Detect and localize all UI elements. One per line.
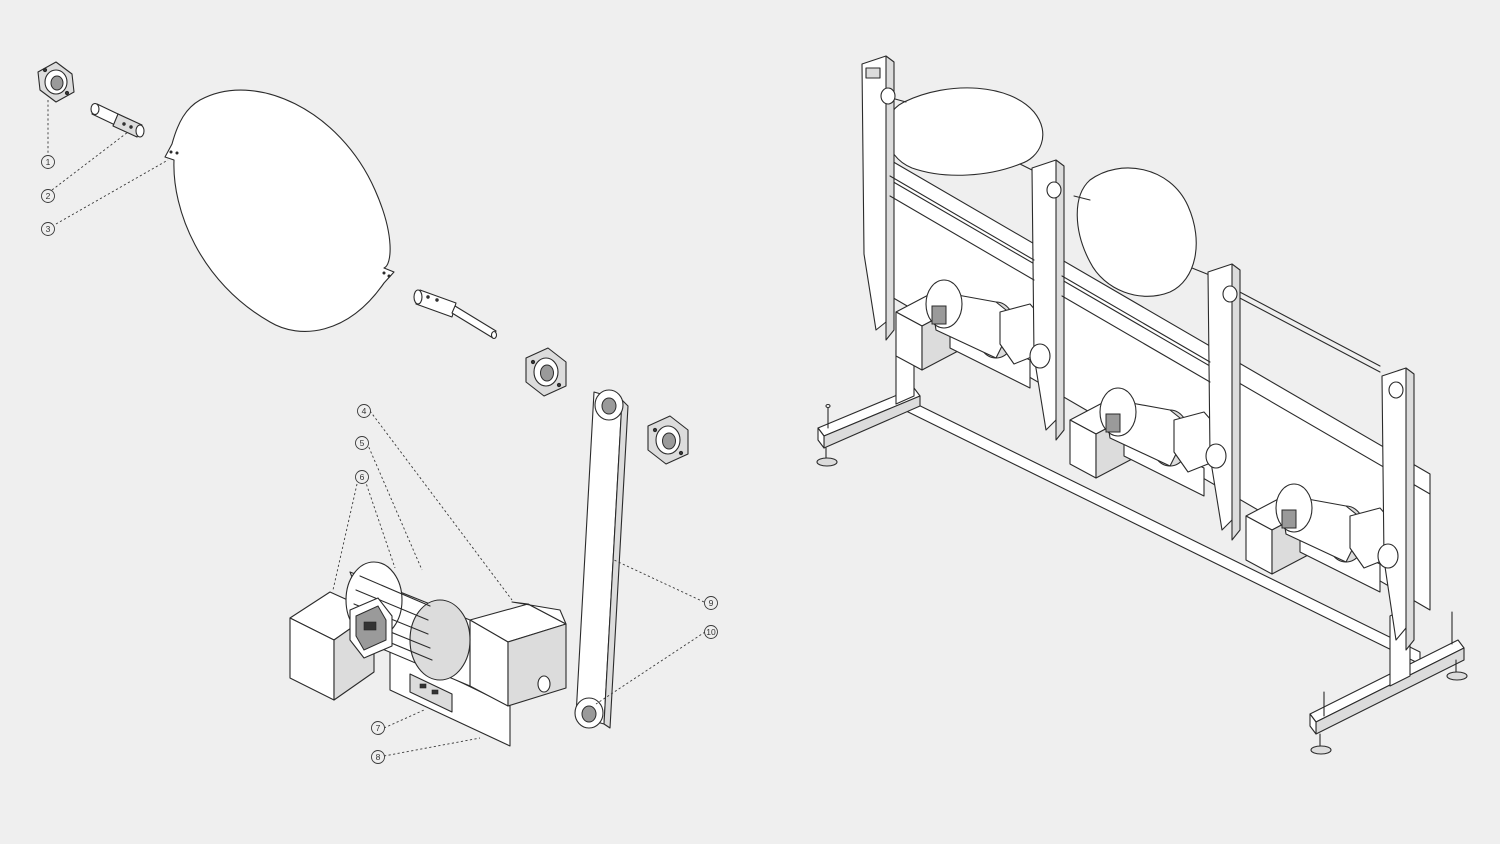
column-4 (1377, 367, 1415, 651)
callout-3: 3 (41, 222, 55, 236)
leader-lines (47, 100, 706, 757)
assembled-unit-3 (1245, 483, 1395, 593)
flange-bearing-lower (647, 415, 689, 465)
callout-label-1: 1 (46, 157, 51, 167)
column-3 (1205, 263, 1241, 541)
callout-label-6: 6 (360, 472, 365, 482)
membrane-disc (164, 89, 395, 332)
assembled-unit-2 (1069, 387, 1219, 497)
short-shaft (90, 102, 145, 138)
column-1 (861, 55, 896, 341)
callout-label-4: 4 (362, 406, 367, 416)
assembled-view (816, 55, 1468, 755)
callout-label-9: 9 (709, 598, 714, 608)
cross-braces (889, 175, 1211, 383)
callout-8: 8 (371, 750, 385, 764)
callout-4: 4 (357, 404, 371, 418)
flange-bearing-middle (525, 347, 567, 397)
callout-1: 1 (41, 155, 55, 169)
connecting-arm (574, 389, 629, 729)
flange-bearing-top (37, 61, 75, 103)
column-2 (1029, 159, 1065, 441)
exploded-view: 1 2 3 4 5 6 7 8 (37, 61, 718, 764)
callout-7: 7 (371, 721, 385, 735)
callout-5: 5 (355, 436, 369, 450)
callout-2: 2 (41, 189, 55, 203)
long-shaft (413, 289, 498, 340)
assembled-unit-1 (895, 279, 1045, 389)
assembled-disc-1 (883, 87, 1044, 176)
callout-label-5: 5 (360, 438, 365, 448)
assembled-disc-2 (1073, 167, 1213, 297)
assembled-rod (1235, 289, 1381, 373)
callout-label-10: 10 (706, 627, 716, 637)
callout-label-7: 7 (376, 723, 381, 733)
base-foot-right (1309, 605, 1468, 755)
callout-10: 10 (704, 625, 718, 639)
motor-assembly (289, 561, 567, 747)
callout-label-2: 2 (46, 191, 51, 201)
callout-label-3: 3 (46, 224, 51, 234)
callout-9: 9 (704, 596, 718, 610)
callout-6: 6 (355, 470, 369, 484)
callout-label-8: 8 (376, 752, 381, 762)
